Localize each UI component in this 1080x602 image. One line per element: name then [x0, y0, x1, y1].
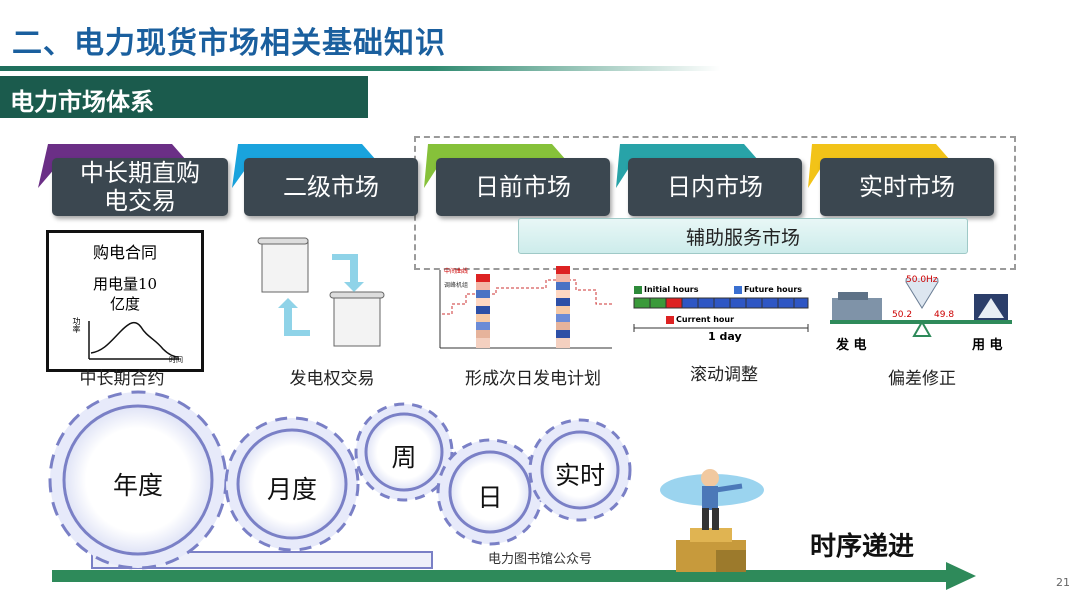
- page-number: 21: [1056, 576, 1070, 589]
- watermark: 电力图书馆公众号: [488, 548, 592, 567]
- gear-realtime-label: 实时: [540, 456, 620, 492]
- gear-day-label: 日: [450, 478, 530, 514]
- timeline-label: 时序递进: [810, 526, 914, 563]
- gear-week-label: 周: [364, 438, 444, 474]
- gear-year-label: 年度: [88, 466, 188, 502]
- person-on-building-icon: [660, 469, 764, 572]
- gear-month-label: 月度: [242, 470, 342, 506]
